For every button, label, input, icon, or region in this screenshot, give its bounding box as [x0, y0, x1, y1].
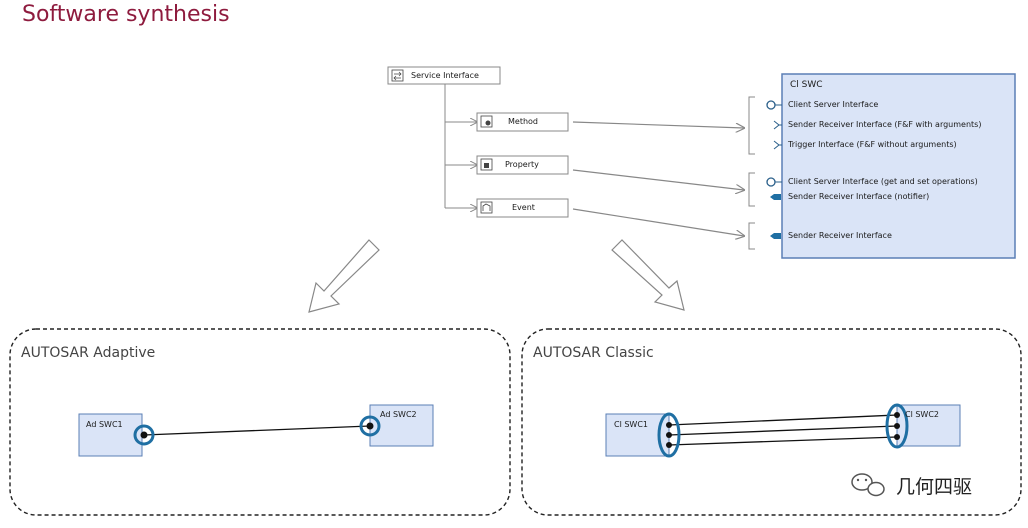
cl-item-trigger: Trigger Interface (F&F without arguments…	[788, 140, 957, 149]
down-left-hollow-arrow	[308, 239, 380, 313]
arrow-event-to-cl	[572, 208, 744, 236]
method-label: Method	[508, 117, 539, 126]
cl-swc-panel[interactable]	[781, 73, 1016, 259]
cl-item-client-server: Client Server Interface	[788, 100, 879, 109]
event-icon	[480, 201, 493, 214]
service-interface-tree	[387, 66, 569, 218]
cl-item-sender-receiver-notifier: Sender Receiver Interface (notifier)	[788, 192, 930, 201]
service-interface-label: Service Interface	[411, 71, 479, 80]
ad-swc1-port-ring	[133, 424, 155, 446]
adaptive-connector	[143, 425, 371, 436]
cl-swc1-label: Cl SWC1	[614, 420, 649, 429]
method-box[interactable]	[476, 112, 569, 132]
property-box[interactable]	[476, 155, 569, 175]
cl-item-client-server-getset: Client Server Interface (get and set ope…	[788, 177, 978, 186]
bracket-event	[748, 222, 755, 250]
arrow-method-to-cl	[572, 121, 744, 128]
event-label: Event	[512, 203, 535, 212]
ad-swc2-port-ring	[359, 415, 381, 437]
sender-receiver-port-icon	[773, 120, 782, 130]
cl-swc-title: Cl SWC	[790, 80, 823, 90]
cl-item-sender-receiver: Sender Receiver Interface	[788, 231, 892, 240]
ad-swc1-box[interactable]	[78, 413, 143, 457]
classic-connector-2	[668, 425, 898, 436]
bracket-method	[748, 96, 755, 155]
ad-swc1-port	[140, 431, 148, 439]
property-label: Property	[505, 160, 539, 169]
service-interface-box[interactable]	[387, 66, 501, 85]
wechat-icon	[851, 473, 885, 497]
ad-swc2-box[interactable]	[369, 404, 434, 447]
trigger-port-icon	[773, 140, 782, 150]
notifier-port-icon	[770, 194, 781, 200]
service-interface-icon	[391, 69, 404, 82]
down-right-hollow-arrow	[611, 239, 685, 311]
arrow-property-to-cl	[572, 169, 744, 190]
adaptive-region	[9, 328, 511, 516]
classic-label: AUTOSAR Classic	[533, 345, 654, 361]
cl-item-sender-receiver-ff: Sender Receiver Interface (F&F with argu…	[788, 120, 982, 129]
ad-swc2-label: Ad SWC2	[380, 410, 417, 419]
adaptive-label: AUTOSAR Adaptive	[21, 345, 156, 361]
cl-swc2-port-ring	[885, 403, 909, 449]
cl-swc1-port-ring	[657, 412, 681, 458]
classic-region	[521, 328, 1022, 516]
cl-swc2-label: Cl SWC2	[905, 410, 940, 419]
classic-connector-3	[668, 436, 898, 446]
page-title: Software synthesis	[22, 2, 230, 27]
client-server-getset-port-icon	[766, 177, 776, 187]
sender-receiver-event-port-icon	[770, 233, 781, 239]
client-server-port-icon	[766, 100, 776, 110]
ad-swc2-port	[366, 422, 374, 430]
classic-connector-1	[668, 414, 898, 426]
ad-swc1-label: Ad SWC1	[86, 420, 123, 429]
event-box[interactable]	[476, 198, 569, 218]
bracket-property	[748, 172, 755, 207]
watermark-text: 几何四驱	[896, 476, 973, 498]
